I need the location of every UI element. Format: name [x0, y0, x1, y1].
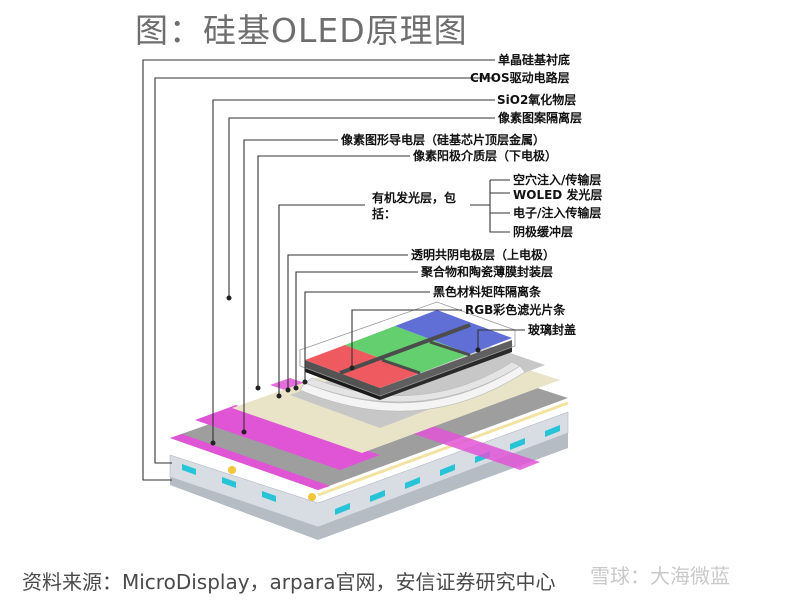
layer-stack	[169, 301, 569, 540]
label-pixel-isolation: 像素图案隔离层	[498, 111, 583, 125]
label-electron-transport: 电子/注入传输层	[513, 206, 602, 220]
figure-title: 图：硅基OLED原理图	[135, 11, 468, 50]
magenta-strip-mid	[195, 405, 380, 470]
label-glass-cover: 玻璃封盖	[528, 323, 577, 337]
source-caption: 资料来源：MicroDisplay，arpara官网，安信证券研究中心	[22, 570, 556, 594]
label-cmos-driver: CMOS驱动电路层	[470, 71, 570, 85]
watermark: 雪球：大海微蓝	[590, 564, 730, 588]
label-woled-emitting: WOLED 发光层	[513, 188, 603, 202]
substrate-front-lower	[170, 433, 568, 540]
rgb-filter-block	[305, 310, 512, 400]
label-transparent-cathode: 透明共阴电极层（上电极）	[411, 248, 556, 262]
magenta-strip-left	[170, 434, 330, 490]
label-rgb-filter: RGB彩色滤光片条	[465, 303, 566, 317]
label-sio2-layer: SiO2氧化物层	[497, 93, 577, 107]
label-pixel-anode: 像素阳极介质层（下电极）	[413, 149, 558, 163]
label-cathode-buffer: 阴极缓冲层	[513, 225, 574, 239]
label-hole-transport: 空穴注入/传输层	[513, 173, 602, 187]
leader-lines	[142, 59, 525, 481]
yellow-circuit-marks	[228, 401, 569, 501]
leader-dots	[210, 295, 481, 446]
label-organic-emitting: 有机发光层，包括：	[372, 191, 457, 221]
label-pixel-conductive: 像素图形导电层（硅基芯片顶层金属）	[341, 133, 546, 147]
cyan-pads	[182, 425, 560, 515]
label-silicon-substrate: 单晶硅基衬底	[498, 53, 571, 67]
label-black-matrix: 黑色材料矩阵隔离条	[433, 285, 542, 299]
label-thin-film-encapsulation: 聚合物和陶瓷薄膜封装层	[421, 265, 554, 279]
